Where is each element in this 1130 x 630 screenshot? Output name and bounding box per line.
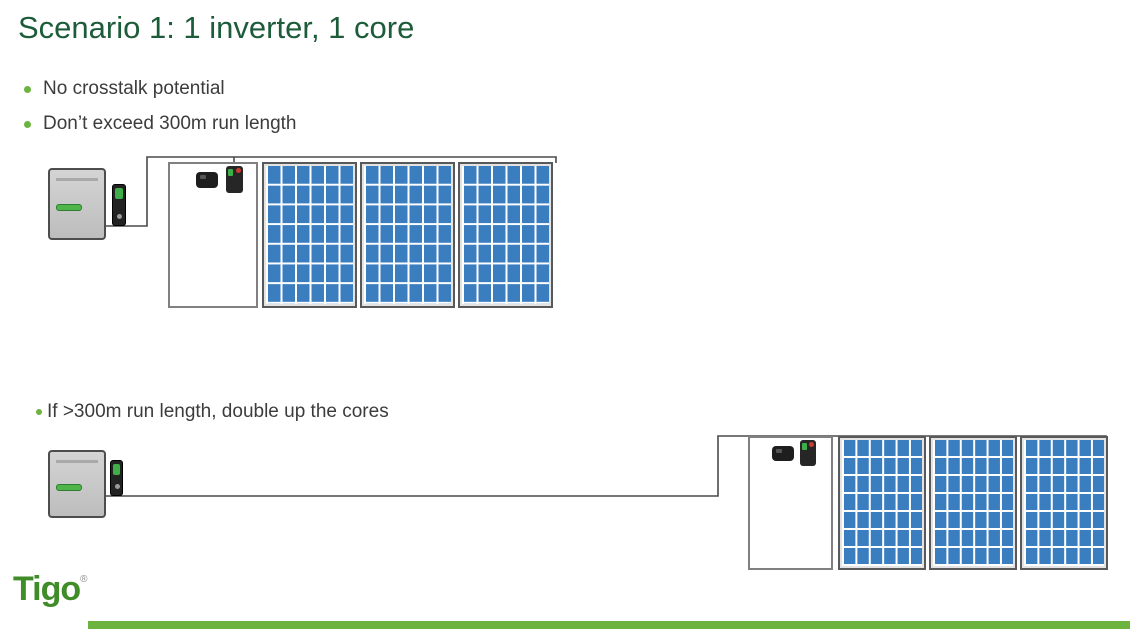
tigo-logo-text: Tigo [13,570,81,608]
bullet-text: Don’t exceed 300m run length [43,113,297,134]
tap-screen [113,464,120,475]
cable-run-wire [106,156,557,227]
solar-cells [266,166,353,304]
tap-device-icon [112,184,126,226]
solar-cells [364,166,451,304]
note-bullet: If >300m run length, double up the cores [36,401,389,423]
solar-cells [462,166,549,304]
inverter-icon [48,168,106,240]
led-indicator [56,484,82,491]
solar-panel [838,436,926,570]
solar-panel [360,162,455,308]
solar-panel [262,162,357,308]
solar-panel [458,162,553,308]
bullet-icon [24,120,31,128]
bullet-text: No crosstalk potential [43,78,225,99]
inverter-icon [48,450,106,518]
bullet-icon [36,409,42,415]
page-title: Scenario 1: 1 inverter, 1 core [18,10,415,45]
junction-module [168,162,258,308]
bullet-icon [24,85,31,93]
bullet-item: Don’t exceed 300m run length [24,113,297,135]
solar-cells [933,440,1013,566]
ts4-device-icon [800,440,816,466]
inverter-vent [56,178,98,181]
led-indicator [56,204,82,211]
tigo-logo: Tigo® [13,570,88,609]
bullet-list: No crosstalk potential Don’t exceed 300m… [24,78,297,148]
solar-panel [1020,436,1108,570]
tap-device-icon [110,460,123,496]
junction-module [748,436,833,570]
ts4-device-icon [226,166,243,193]
optimizer-device-icon [772,446,794,461]
solar-panel [929,436,1017,570]
tap-button [117,214,122,219]
bullet-item: No crosstalk potential [24,78,297,100]
tap-button [115,484,120,489]
registered-mark: ® [80,574,88,585]
inverter-vent [56,460,98,463]
diagram-long-run [0,428,1130,578]
solar-cells [842,440,922,566]
note-text: If >300m run length, double up the cores [47,401,389,422]
optimizer-device-icon [196,172,218,188]
diagram-short-run [0,150,1130,330]
footer-bar [88,621,1130,629]
tap-screen [115,188,123,199]
solar-cells [1024,440,1104,566]
